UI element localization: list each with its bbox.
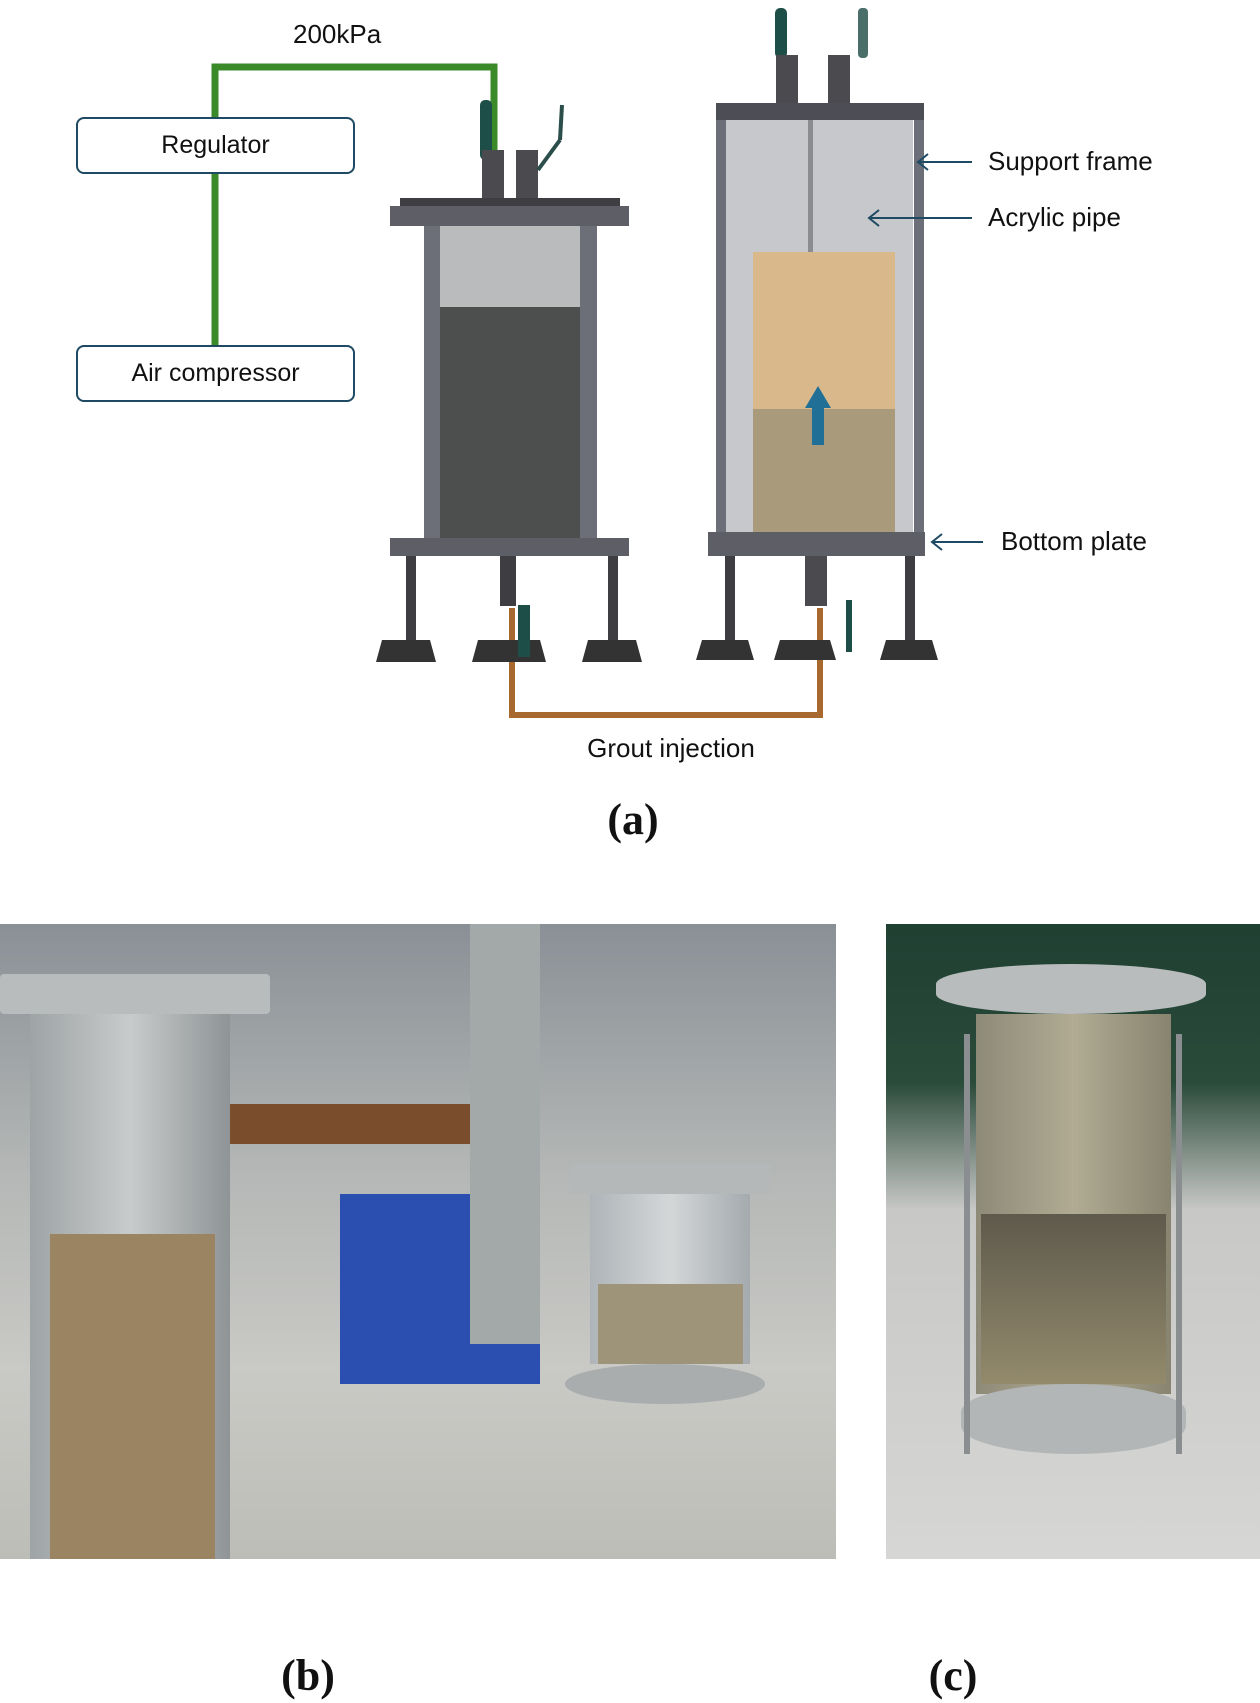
photo-c-grouted-column bbox=[886, 924, 1260, 1559]
grout-injection-label: Grout injection bbox=[587, 733, 755, 763]
acrylic-pipe-arrow-icon bbox=[867, 209, 972, 227]
caption-a: (a) bbox=[607, 795, 659, 844]
flow-up-arrow-icon bbox=[805, 386, 831, 445]
air-compressor-label: Air compressor bbox=[131, 359, 300, 387]
regulator-label: Regulator bbox=[161, 131, 270, 159]
support-frame-label: Support frame bbox=[988, 146, 1153, 176]
support-frame-arrow-icon bbox=[916, 153, 972, 171]
grout-tank-cylinder bbox=[376, 100, 642, 662]
pressure-label: 200kPa bbox=[293, 19, 382, 49]
photo-b-test-setup bbox=[0, 924, 836, 1559]
air-compressor-box: Air compressor bbox=[76, 345, 355, 402]
caption-c: (c) bbox=[928, 1651, 978, 1700]
acrylic-pipe-label: Acrylic pipe bbox=[988, 202, 1121, 232]
apparatus-diagram bbox=[211, 8, 983, 718]
bottom-plate-label: Bottom plate bbox=[1001, 526, 1147, 556]
caption-b: (b) bbox=[281, 1651, 335, 1700]
sand-column-cylinder bbox=[696, 8, 938, 660]
grout-injection-line bbox=[509, 608, 823, 718]
bottom-plate-arrow-icon bbox=[930, 533, 983, 551]
regulator-box: Regulator bbox=[76, 117, 355, 174]
